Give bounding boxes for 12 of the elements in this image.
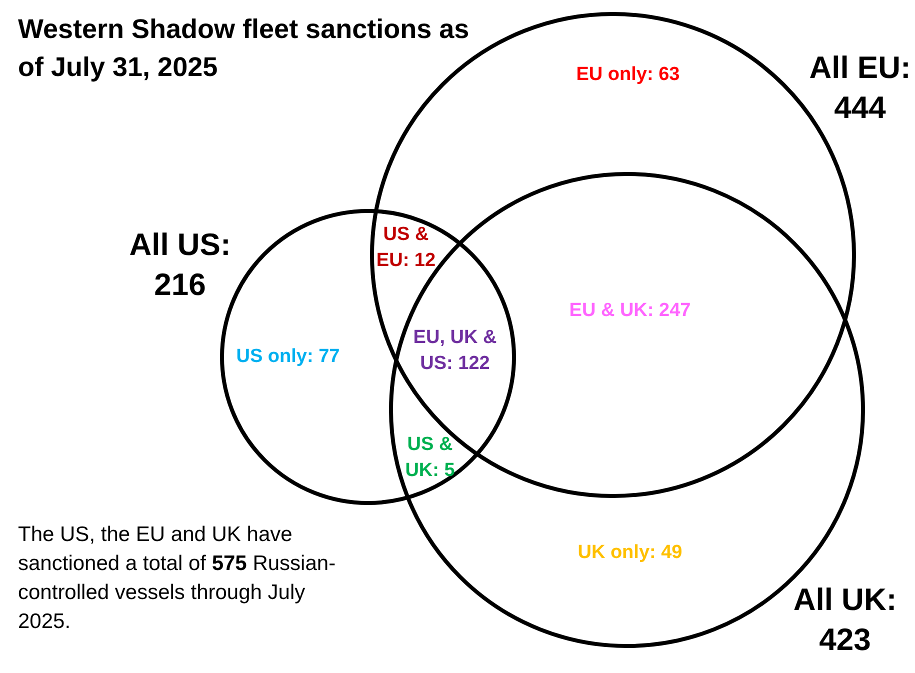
- region-label: US only: 77: [235, 345, 341, 369]
- set-heading: All EU: 444: [808, 49, 912, 127]
- region-label: EU, UK & US: 122: [412, 326, 498, 376]
- note-text: The US, the EU and UK have sanctioned a total of 575 Russian-controlled vessels through July 2025.: [18, 522, 337, 635]
- set-heading: All UK: 423: [792, 581, 898, 659]
- title: Western Shadow fleet sanctions as of July 31, 2025: [18, 13, 470, 84]
- region-label: US & UK: 5: [404, 433, 456, 483]
- region-label: US & EU: 12: [375, 223, 437, 273]
- region-label: EU only: 63: [575, 63, 681, 87]
- set-heading: All US: 216: [128, 226, 232, 304]
- region-label: UK only: 49: [576, 541, 684, 565]
- region-label: EU & UK: 247: [568, 299, 692, 323]
